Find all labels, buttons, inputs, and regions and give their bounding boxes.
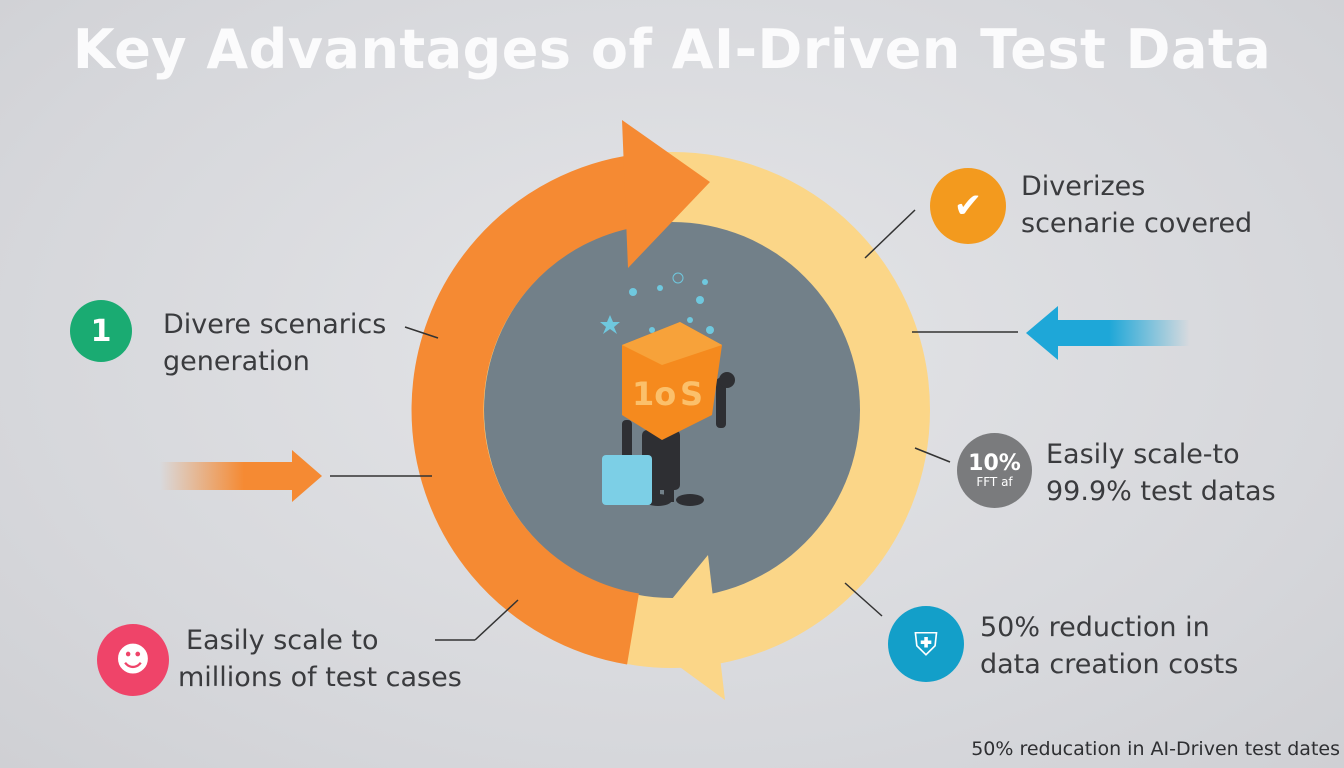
orange-ring-arc — [411, 154, 646, 665]
user-icon: ☻ — [97, 624, 169, 696]
advantage-diverse-scenarios: Divere scenarics generation — [163, 306, 386, 380]
list-icon-text: 1 — [90, 313, 112, 349]
advantage-scenario-coverage: Diverizes scenarie covered — [1021, 168, 1252, 242]
orange-arrowhead — [622, 120, 710, 268]
list-icon: 1 — [70, 300, 132, 362]
connector-lines — [330, 209, 1018, 641]
svg-text:1o: 1o — [632, 375, 676, 413]
label-line2: generation — [163, 346, 310, 377]
advantage-scale-millions: Easily scale to millions of test cases — [178, 622, 462, 696]
label-line2: data creation costs — [980, 649, 1239, 680]
advantage-scale-test-data: Easily scale-to 99.9% test datas — [1046, 436, 1276, 510]
label-line2: 99.9% test datas — [1046, 476, 1276, 507]
document-check-icon: ✔ — [930, 168, 1006, 244]
page-title: Key Advantages of AI-Driven Test Data — [72, 18, 1272, 81]
label-line2: millions of test cases — [178, 662, 462, 693]
robot-cube-illustration: 1o S — [600, 272, 735, 506]
label-line1: Diverizes — [1021, 171, 1146, 202]
right-arrow-head — [1026, 306, 1058, 360]
percent-badge-subtext: FFT af — [976, 474, 1013, 489]
shield-face-icon: ⛨ — [888, 606, 964, 682]
label-line1: Divere scenarics — [163, 309, 387, 340]
label-line2: scenarie covered — [1021, 208, 1253, 239]
left-arrow-shaft — [160, 462, 300, 490]
label-line1: Easily scale-to — [1046, 439, 1240, 470]
label-line1: 50% reduction in — [980, 612, 1210, 643]
label-line1: Easily scale to — [186, 625, 379, 656]
svg-text:S: S — [680, 375, 703, 413]
yellow-arrowhead — [640, 555, 725, 700]
percent-badge-text: 10% — [968, 450, 1021, 476]
right-arrow-shaft — [1055, 320, 1190, 346]
advantage-cost-reduction: 50% reduction in data creation costs — [980, 609, 1238, 683]
left-arrow-head — [292, 450, 322, 502]
footer-caption: 50% reducation in AI-Driven test dates — [971, 738, 1340, 760]
percent-badge-icon: 10% FFT af — [957, 433, 1032, 508]
